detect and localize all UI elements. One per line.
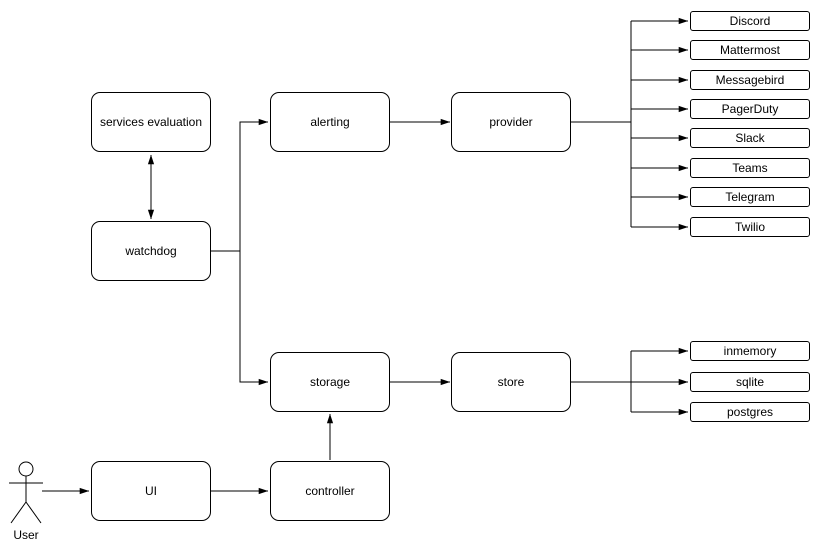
node-ui: UI xyxy=(91,461,211,521)
node-storage: storage xyxy=(270,352,390,412)
node-slack-label: Slack xyxy=(735,130,765,145)
node-pagerduty: PagerDuty xyxy=(690,99,810,119)
node-discord: Discord xyxy=(690,11,810,31)
edge-provider-trunk xyxy=(571,21,632,227)
node-teams: Teams xyxy=(690,158,810,178)
node-sqlite-label: sqlite xyxy=(735,374,764,389)
node-twilio-label: Twilio xyxy=(734,219,765,234)
edge-store-trunk xyxy=(571,351,632,412)
node-slack: Slack xyxy=(690,128,810,148)
node-postgres-label: postgres xyxy=(726,404,774,419)
node-alerting-label: alerting xyxy=(310,114,350,129)
node-telegram-label: Telegram xyxy=(725,189,775,204)
edge-watchdog-storage xyxy=(239,251,269,386)
node-provider: provider xyxy=(451,92,571,152)
actor-label: User xyxy=(13,528,39,542)
node-services-evaluation: services evaluation xyxy=(91,92,211,152)
node-mattermost: Mattermost xyxy=(690,40,810,60)
node-twilio: Twilio xyxy=(690,217,810,237)
node-pagerduty-label: PagerDuty xyxy=(721,101,779,116)
node-storage-label: storage xyxy=(309,374,351,389)
node-alerting: alerting xyxy=(270,92,390,152)
node-store-label: store xyxy=(497,374,525,389)
node-telegram: Telegram xyxy=(690,187,810,207)
node-sqlite: sqlite xyxy=(690,372,810,392)
node-controller: controller xyxy=(270,461,390,521)
node-discord-label: Discord xyxy=(729,13,771,28)
edge-watchdog-alerting xyxy=(211,118,269,252)
node-store: store xyxy=(451,352,571,412)
node-provider-label: provider xyxy=(489,114,533,129)
user-actor-icon xyxy=(9,461,43,524)
node-messagebird: Messagebird xyxy=(690,70,810,90)
node-inmemory-label: inmemory xyxy=(723,343,777,358)
node-watchdog-label: watchdog xyxy=(125,243,177,258)
node-mattermost-label: Mattermost xyxy=(719,42,780,57)
node-ui-label: UI xyxy=(145,483,157,498)
node-teams-label: Teams xyxy=(732,160,768,175)
node-messagebird-label: Messagebird xyxy=(715,72,785,87)
node-watchdog: watchdog xyxy=(91,221,211,281)
node-services-evaluation-label: services evaluation xyxy=(99,114,203,129)
node-inmemory: inmemory xyxy=(690,341,810,361)
node-controller-label: controller xyxy=(305,483,355,498)
node-postgres: postgres xyxy=(690,402,810,422)
